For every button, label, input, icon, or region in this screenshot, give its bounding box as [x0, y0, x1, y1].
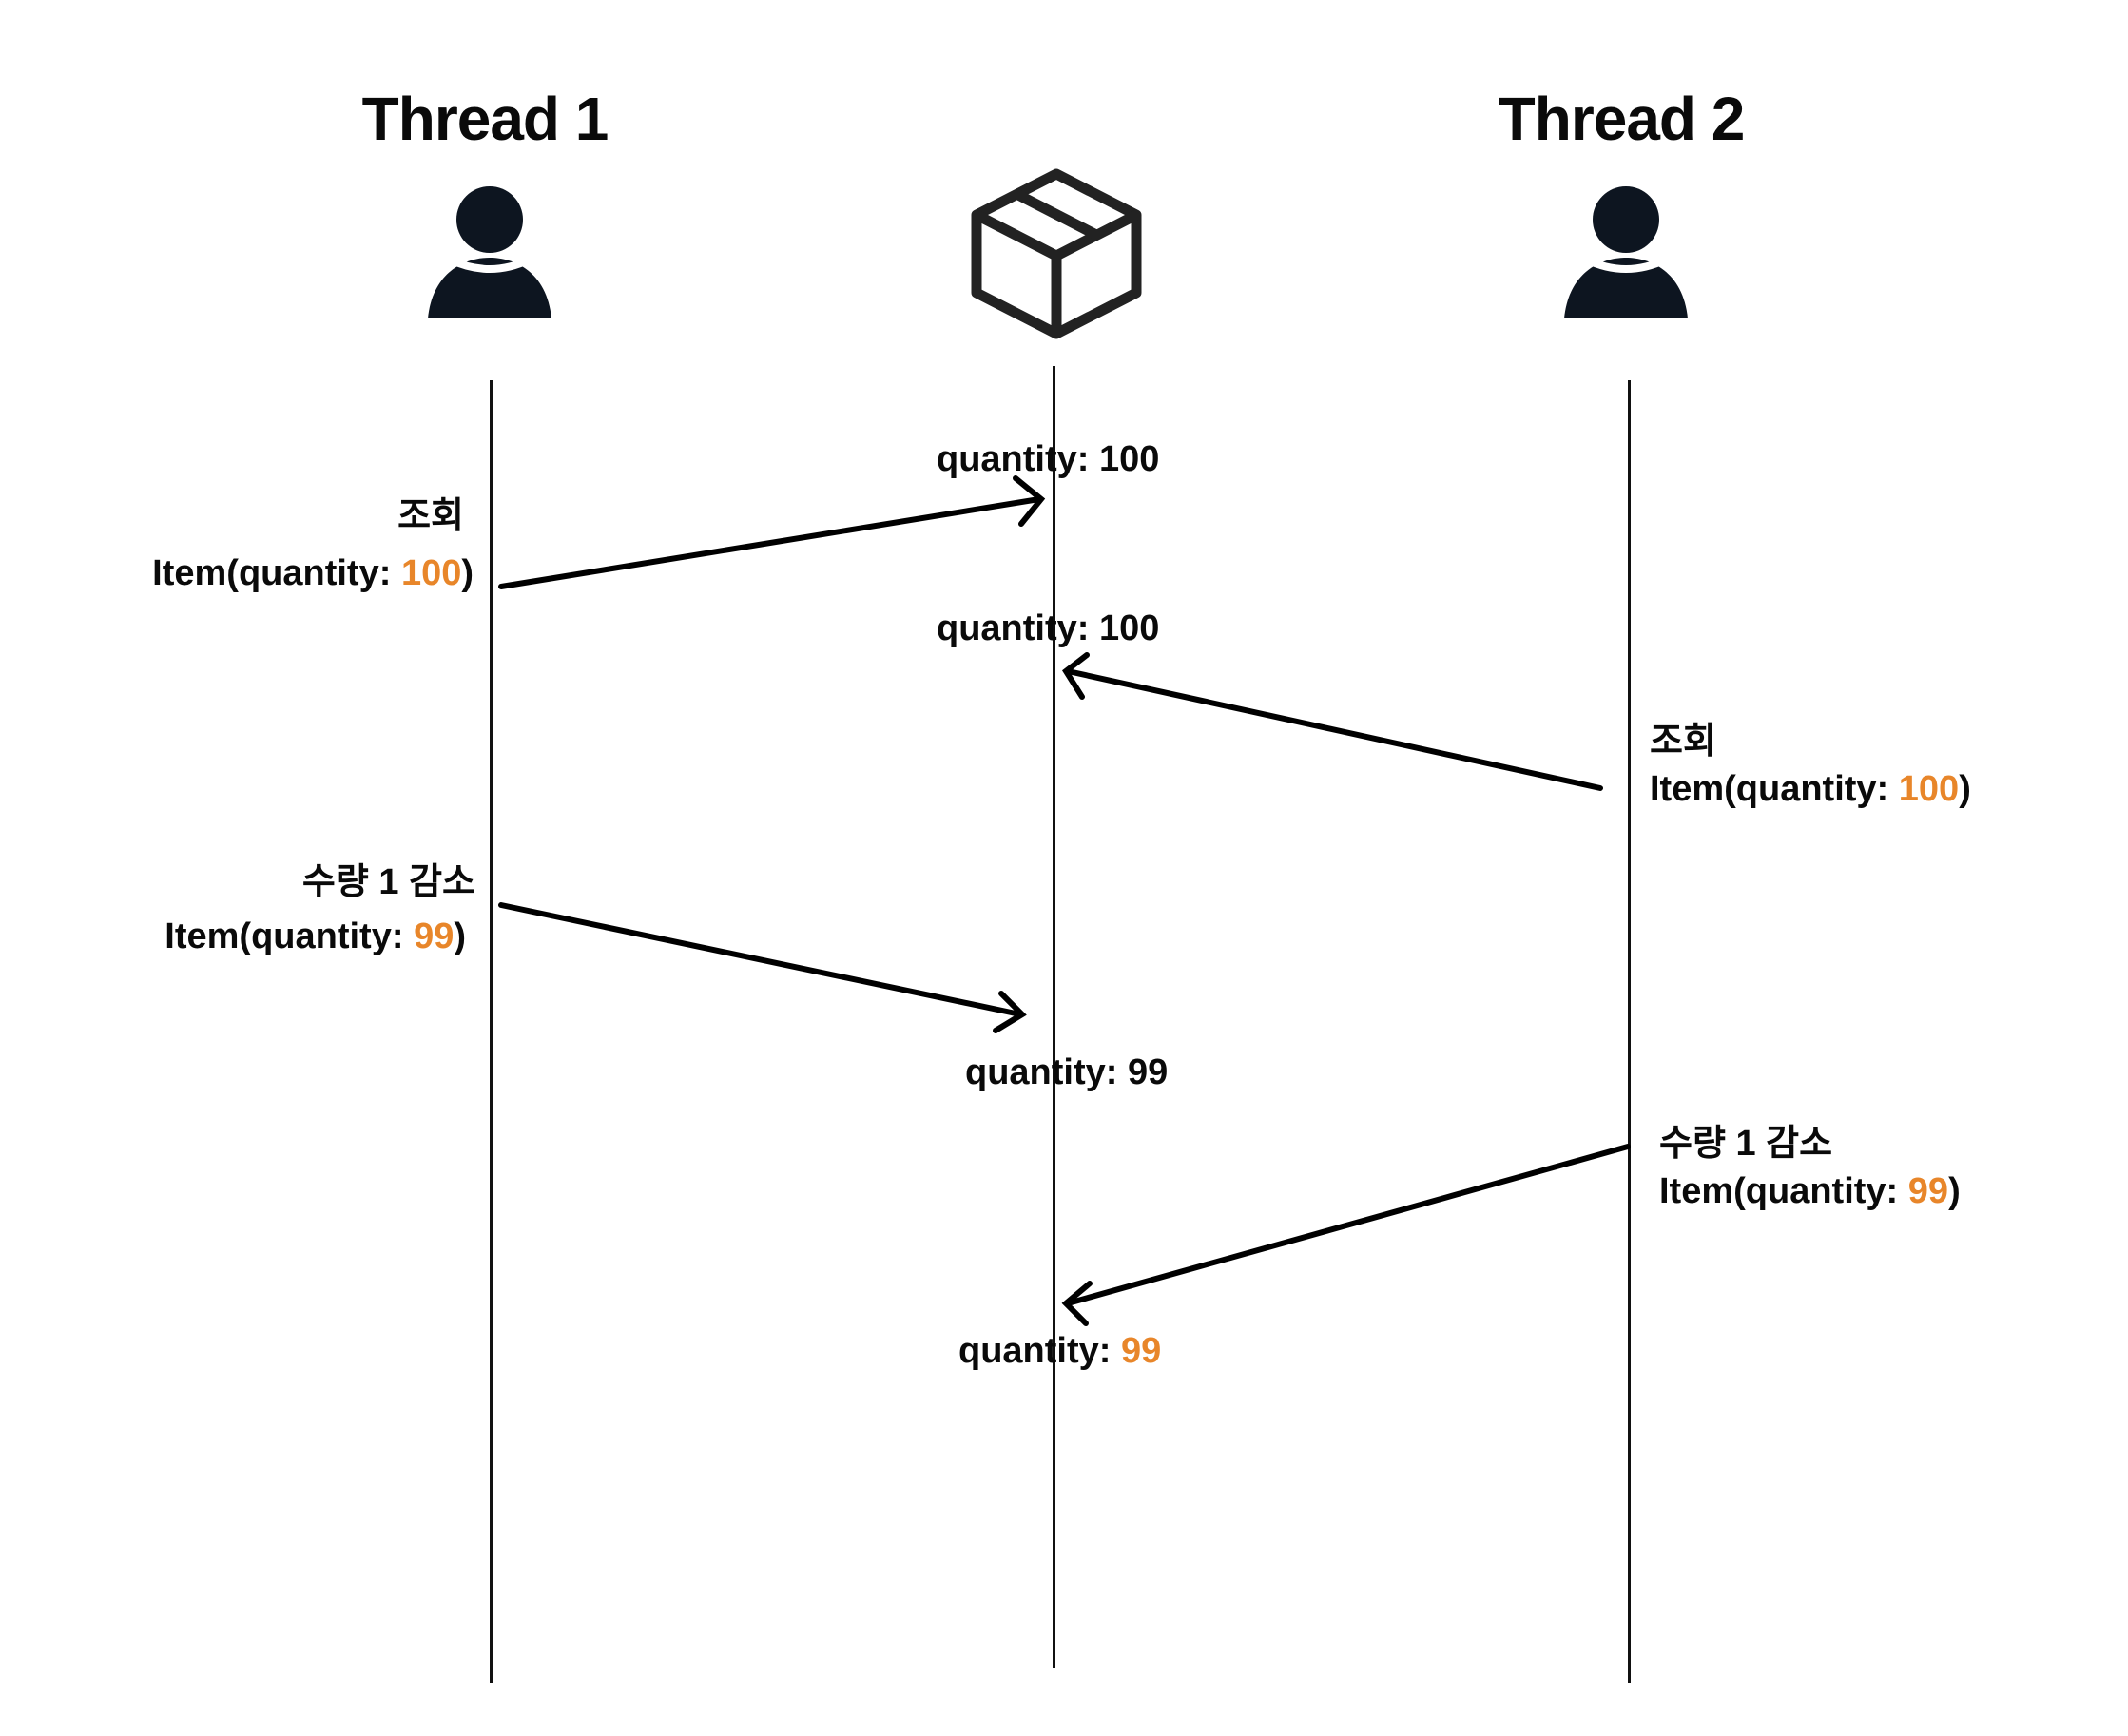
item-value: 99 — [414, 916, 455, 956]
item-suffix: ) — [1948, 1171, 1961, 1211]
item-suffix: ) — [1959, 769, 1971, 809]
item-value: 100 — [1898, 769, 1960, 809]
arrowhead-2 — [1062, 652, 1090, 700]
db-label-value: 99 — [1120, 1331, 1162, 1371]
item-label-4: Item(quantity: 99) — [1659, 1169, 1961, 1213]
action-label-4: 수량 1 감소 — [1659, 1124, 1833, 1164]
person-icon — [428, 186, 551, 318]
db-label-4: quantity: 99 — [958, 1329, 1161, 1373]
item-prefix: Item(quantity: — [1650, 769, 1899, 809]
db-label-2: quantity: 100 — [937, 608, 1160, 648]
item-value: 100 — [400, 553, 462, 593]
db-label-1: quantity: 100 — [937, 439, 1160, 479]
arrowhead-3 — [993, 991, 1027, 1033]
db-label-3: quantity: 99 — [965, 1052, 1169, 1092]
message-arrow-2 — [1065, 668, 1603, 791]
message-arrow-4 — [1065, 1144, 1631, 1306]
person-icon — [1564, 186, 1688, 318]
arrowhead-4 — [1061, 1281, 1093, 1326]
action-label-3: 수량 1 감소 — [301, 862, 475, 902]
item-value: 99 — [1907, 1171, 1949, 1211]
action-label-2: 조회 — [1650, 722, 1716, 762]
storage-lifeline — [1053, 366, 1055, 1668]
message-arrow-1 — [498, 496, 1042, 589]
item-prefix: Item(quantity: — [1659, 1171, 1908, 1211]
item-label-2: Item(quantity: 100) — [1650, 767, 1971, 811]
arrowhead-1 — [1013, 475, 1046, 527]
item-suffix: ) — [461, 553, 474, 593]
item-prefix: Item(quantity: — [164, 916, 415, 956]
item-suffix: ) — [454, 916, 466, 956]
thread1-title: Thread 1 — [361, 85, 609, 153]
item-label-3: Item(quantity: 99) — [164, 915, 466, 958]
thread2-title: Thread 2 — [1498, 85, 1746, 153]
db-label-prefix: quantity: — [958, 1331, 1121, 1371]
thread1-lifeline — [490, 380, 493, 1683]
item-prefix: Item(quantity: — [152, 553, 401, 593]
message-arrow-3 — [498, 902, 1023, 1017]
box-icon — [971, 168, 1142, 339]
item-label-1: Item(quantity: 100) — [152, 551, 474, 595]
thread2-lifeline — [1628, 380, 1631, 1683]
action-label-1: 조회 — [397, 496, 464, 536]
